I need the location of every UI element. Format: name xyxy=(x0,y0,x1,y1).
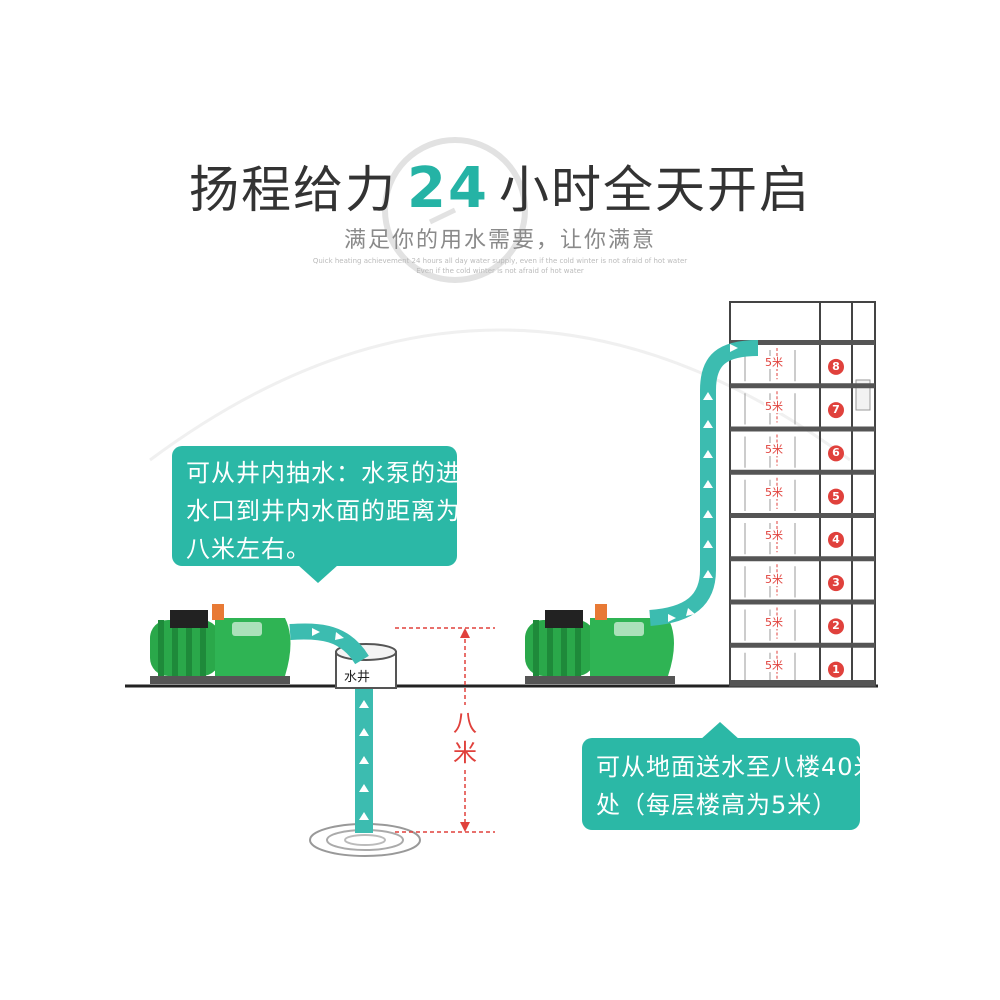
floor-height-label: 5米 xyxy=(764,572,784,586)
title-suffix: 小时全天开启 xyxy=(498,161,811,219)
floor-number-7: 7 xyxy=(832,403,840,417)
well-callout-pointer xyxy=(298,565,338,583)
floor-number-1: 1 xyxy=(832,662,840,676)
floor-height-label: 5米 xyxy=(764,615,784,629)
floor-badge xyxy=(828,531,844,548)
well-callout: 可从井内抽水：水泵的进 水口到井内水面的距离为 八米左右。 xyxy=(172,446,461,566)
floor-height-label: 5米 xyxy=(764,356,784,370)
title-prefix: 扬程给力 xyxy=(189,161,398,219)
depth-dimension xyxy=(395,627,495,833)
floor-slab xyxy=(730,513,875,518)
well-callout-line-2: 水口到井内水面的距离为 xyxy=(186,497,461,525)
building-callout: 可从地面送水至八楼40米 处（每层楼高为5米） xyxy=(582,738,879,830)
background-arc xyxy=(149,328,851,462)
well-callout-line-1: 可从井内抽水：水泵的进 xyxy=(186,459,461,487)
building-callout-pointer xyxy=(700,722,740,740)
building-callout-line-1: 可从地面送水至八楼40米 xyxy=(596,753,879,781)
floor-badge xyxy=(828,402,844,419)
fine-print-line-1: Quick heating achievement 24 hours all d… xyxy=(312,257,688,265)
floor-height-label: 5米 xyxy=(764,442,784,456)
floor-slab xyxy=(730,383,875,389)
floor-height-label: 5米 xyxy=(764,529,784,543)
floor-slab xyxy=(730,340,875,345)
riser-flow-arrows xyxy=(668,344,738,622)
floor-badge xyxy=(828,575,844,592)
fine-print-line-2: Even if the cold winter is not afraid of… xyxy=(416,267,584,275)
floor-height-label: 5米 xyxy=(764,659,784,673)
floor-badge xyxy=(828,488,844,505)
well-label: 水井 xyxy=(344,670,371,685)
pump-to-well-pipe xyxy=(289,623,369,665)
floor-slab xyxy=(730,426,875,432)
floor-number-2: 2 xyxy=(832,619,840,633)
floor-badge xyxy=(828,618,844,635)
floor-height-label: 5米 xyxy=(764,486,784,500)
building xyxy=(729,301,876,687)
floor-number-8: 8 xyxy=(832,359,840,373)
floor-height-label: 5米 xyxy=(764,399,784,413)
right-pump xyxy=(525,604,675,684)
floor-slab xyxy=(730,556,875,562)
floor-badge xyxy=(828,661,844,678)
well-flow-arrows xyxy=(359,700,369,820)
well-intake-pipe xyxy=(355,650,373,833)
depth-label: 八米 xyxy=(453,709,477,767)
floor-slab xyxy=(730,642,875,648)
well-callout-line-3: 八米左右。 xyxy=(186,535,311,563)
floor-number-6: 6 xyxy=(832,446,840,460)
floor-number-3: 3 xyxy=(832,576,840,590)
subtitle: 满足你的用水需要，让你满意 xyxy=(343,228,656,253)
floor-slab xyxy=(730,599,875,605)
floor-badge xyxy=(828,358,844,375)
floor-number-5: 5 xyxy=(832,489,840,503)
floor-slab xyxy=(730,469,875,475)
building-outline xyxy=(729,301,876,687)
building-callout-line-2: 处（每层楼高为5米） xyxy=(596,791,838,819)
floor-number-4: 4 xyxy=(832,532,840,546)
left-pump xyxy=(150,604,291,684)
floor-badge xyxy=(828,445,844,462)
title-number: 24 xyxy=(407,156,489,221)
fine-print: Quick heating achievement 24 hours all d… xyxy=(0,256,1000,276)
